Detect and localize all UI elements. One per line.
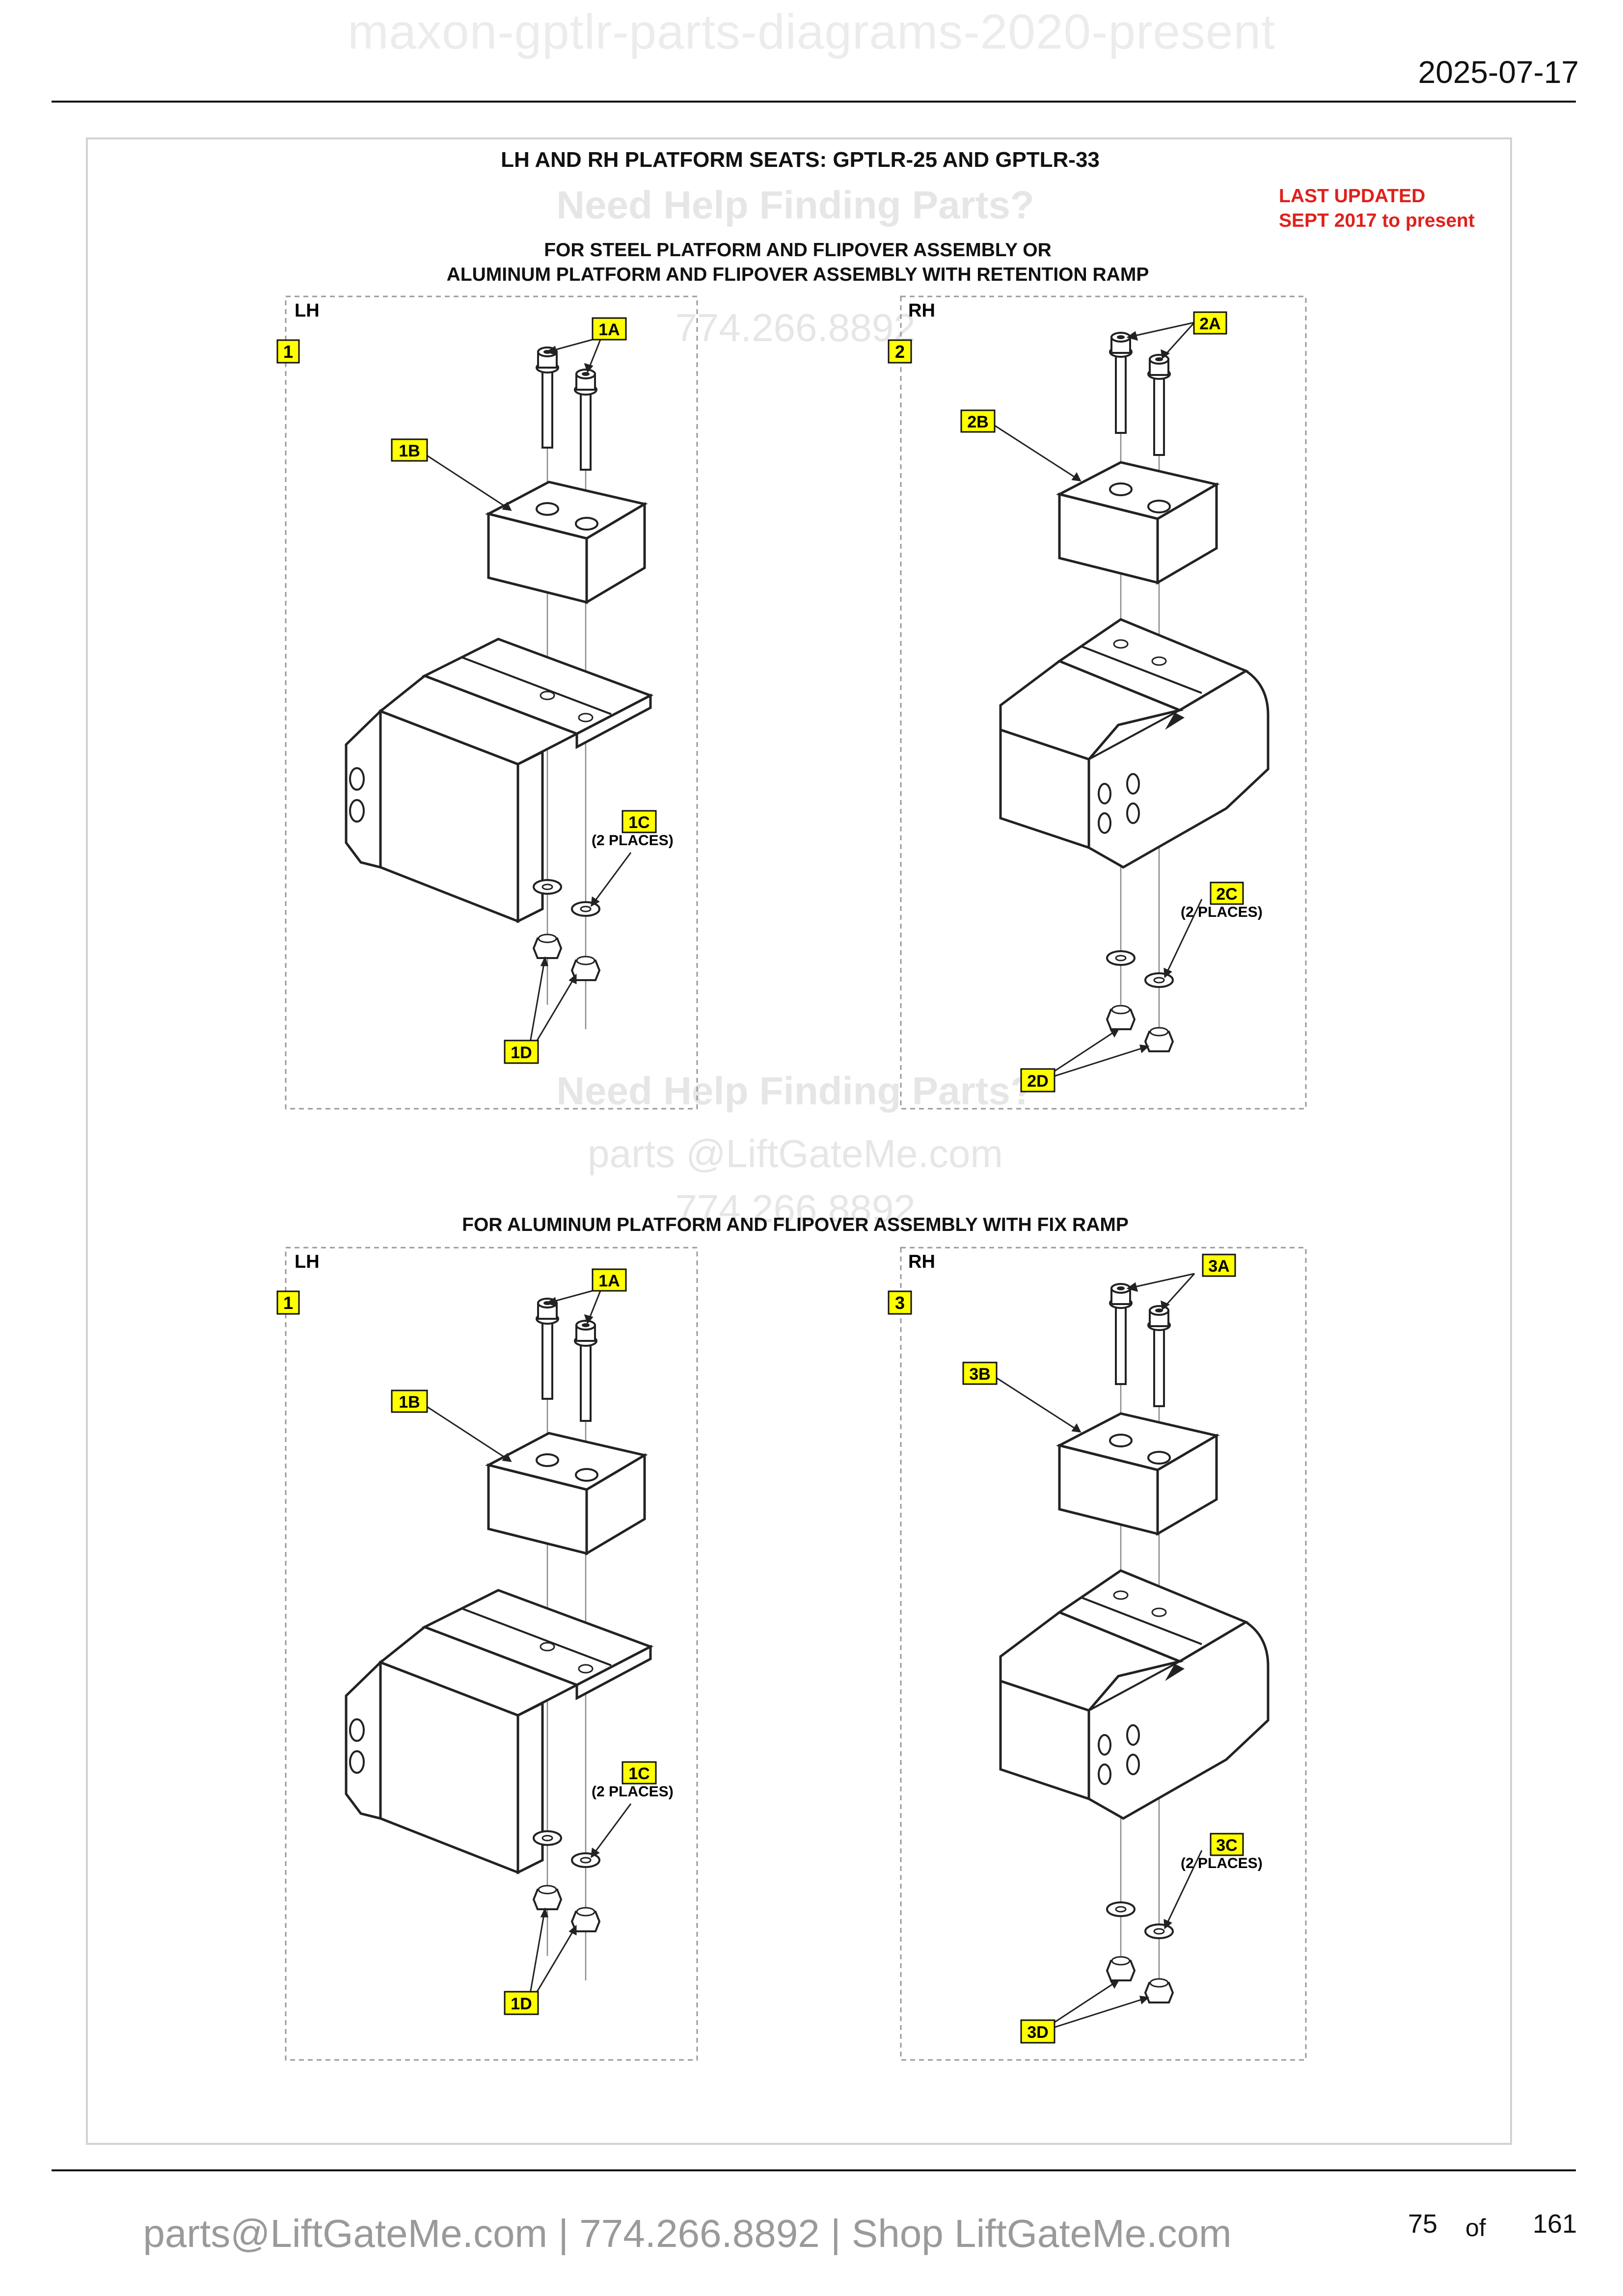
svg-text:1D: 1D xyxy=(511,1995,532,2013)
callout-1d-top: 1D xyxy=(504,1040,539,1064)
callout-3a: 3A xyxy=(1202,1254,1236,1277)
svg-text:2D: 2D xyxy=(1027,1072,1048,1091)
header-date: 2025-07-17 xyxy=(1418,54,1579,90)
page-total: 161 xyxy=(1533,2209,1577,2239)
footer-rule xyxy=(52,2169,1576,2171)
svg-text:1D: 1D xyxy=(511,1043,532,1062)
svg-text:1C: 1C xyxy=(628,1764,649,1783)
watermark-email-mid: parts @LiftGateMe.com xyxy=(588,1132,1003,1175)
callout-3b: 3B xyxy=(962,1362,998,1385)
watermark-help-top: Need Help Finding Parts? xyxy=(556,183,1034,227)
header-watermark-text: maxon-gptlr-parts-diagrams-2020-present xyxy=(348,4,1275,59)
footer-contact: parts@LiftGateMe.com | 774.266.8892 | Sh… xyxy=(143,2212,1232,2255)
svg-text:1A: 1A xyxy=(598,320,620,339)
header-rule xyxy=(52,101,1576,103)
svg-text:1: 1 xyxy=(283,1293,293,1313)
svg-text:3D: 3D xyxy=(1027,2023,1048,2042)
svg-text:1B: 1B xyxy=(399,1393,420,1412)
svg-text:3B: 3B xyxy=(969,1365,990,1384)
places-note-1c-bottom: (2 PLACES) xyxy=(592,1784,674,1800)
callout-1a-top: 1A xyxy=(592,317,627,341)
callout-2c: 2C xyxy=(1210,881,1244,905)
svg-text:2: 2 xyxy=(895,342,905,362)
svg-text:1C: 1C xyxy=(628,813,649,832)
callout-1-bottom: 1 xyxy=(276,1290,300,1315)
watermark-phone-top: 774.266.8892 xyxy=(675,306,915,349)
callout-1-top: 1 xyxy=(276,339,300,364)
callout-3d: 3D xyxy=(1020,2019,1055,2044)
section-top-title-line1: FOR STEEL PLATFORM AND FLIPOVER ASSEMBLY… xyxy=(544,240,1052,261)
page-number: 75 xyxy=(1408,2209,1438,2239)
svg-text:3A: 3A xyxy=(1208,1257,1229,1276)
callout-1d-bottom: 1D xyxy=(504,1991,539,2015)
side-label-lh-bottom: LH xyxy=(295,1252,320,1272)
places-note-3c: (2 PLACES) xyxy=(1181,1855,1263,1871)
callout-2b: 2B xyxy=(960,409,996,433)
section-bottom-title: FOR ALUMINUM PLATFORM AND FLIPOVER ASSEM… xyxy=(462,1214,1129,1235)
section-top-title-line2: ALUMINUM PLATFORM AND FLIPOVER ASSEMBLY … xyxy=(447,264,1149,285)
callout-1b-bottom: 1B xyxy=(391,1389,428,1413)
last-updated-label: LAST UPDATED xyxy=(1279,186,1425,207)
svg-text:1A: 1A xyxy=(598,1272,620,1290)
places-note-2c: (2 PLACES) xyxy=(1181,904,1263,920)
svg-text:2C: 2C xyxy=(1216,885,1237,904)
callout-2a: 2A xyxy=(1193,311,1227,335)
svg-text:3: 3 xyxy=(895,1293,905,1313)
last-updated-range: SEPT 2017 to present xyxy=(1279,210,1475,231)
lh-assembly-top xyxy=(286,296,697,1109)
callout-2d: 2D xyxy=(1020,1068,1055,1093)
svg-text:1B: 1B xyxy=(399,442,420,460)
lh-assembly-bottom xyxy=(286,1248,697,2060)
callout-1c-bottom: 1C xyxy=(622,1761,657,1785)
rh-assembly-bottom xyxy=(901,1248,1306,2060)
side-label-lh-top: LH xyxy=(295,300,320,321)
watermark-phone-mid: 774.266.8892 xyxy=(675,1187,915,1230)
side-label-rh-top: RH xyxy=(908,300,935,321)
callout-2: 2 xyxy=(888,339,912,364)
callout-3c: 3C xyxy=(1210,1833,1244,1856)
callout-1b-top: 1B xyxy=(391,438,428,462)
svg-text:1: 1 xyxy=(283,342,293,362)
svg-text:2B: 2B xyxy=(967,413,988,431)
callout-3: 3 xyxy=(888,1290,912,1315)
svg-text:3C: 3C xyxy=(1216,1836,1237,1855)
diagram-title: LH AND RH PLATFORM SEATS: GPTLR-25 AND G… xyxy=(501,148,1100,172)
callout-1c-top: 1C xyxy=(622,810,657,833)
side-label-rh-bottom: RH xyxy=(908,1252,935,1272)
diagram-frame xyxy=(86,137,1512,2145)
svg-text:2A: 2A xyxy=(1199,315,1220,333)
watermark-help-mid: Need Help Finding Parts? xyxy=(556,1069,1034,1113)
callout-1a-bottom: 1A xyxy=(592,1268,627,1292)
places-note-1c-top: (2 PLACES) xyxy=(592,832,674,849)
page-of-label: of xyxy=(1465,2214,1486,2242)
